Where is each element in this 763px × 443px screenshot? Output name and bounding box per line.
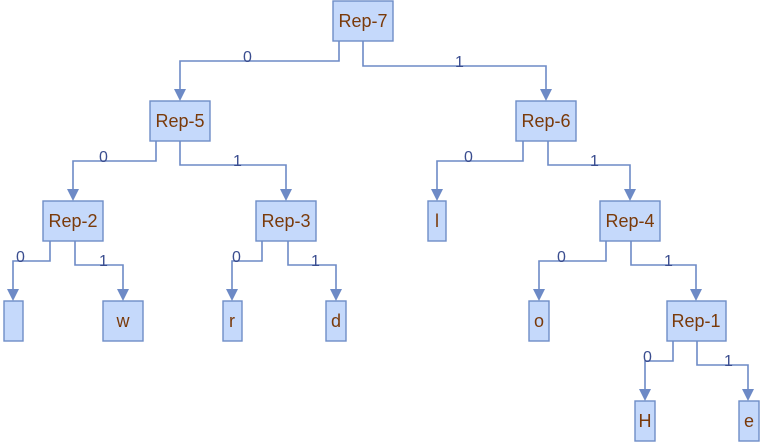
node-leaf-d: d bbox=[325, 300, 347, 342]
edge-label: 1 bbox=[99, 253, 108, 270]
edge-rep7-rep5: 0 bbox=[174, 41, 340, 101]
node-leaf-l: l bbox=[427, 200, 447, 242]
node-rep1: Rep-1 bbox=[666, 300, 727, 342]
node-label: l bbox=[435, 211, 439, 231]
edge-label: 0 bbox=[243, 49, 252, 66]
node-label: Rep-5 bbox=[155, 111, 204, 131]
edge-label: 1 bbox=[590, 153, 599, 170]
node-label: r bbox=[229, 311, 235, 331]
node-label: e bbox=[744, 411, 754, 431]
edge-label: 1 bbox=[664, 253, 673, 270]
edge-rep6-l: 0 bbox=[431, 141, 524, 201]
edge-rep1-H: 0 bbox=[639, 341, 674, 401]
node-rep5: Rep-5 bbox=[149, 100, 211, 142]
node-leaf-blank bbox=[3, 300, 24, 342]
edge-rep2-w: 1 bbox=[74, 241, 129, 301]
edge-rep7-rep6: 1 bbox=[362, 41, 552, 101]
node-label: Rep-1 bbox=[671, 311, 720, 331]
node-label: Rep-4 bbox=[605, 211, 654, 231]
node-label: Rep-6 bbox=[521, 111, 570, 131]
node-label: o bbox=[534, 311, 544, 331]
node-label: H bbox=[639, 411, 652, 431]
edge-label: 1 bbox=[311, 253, 320, 270]
node-rep6: Rep-6 bbox=[515, 100, 577, 142]
node-rep2: Rep-2 bbox=[42, 200, 104, 242]
node-leaf-o: o bbox=[528, 300, 550, 342]
node-rep3: Rep-3 bbox=[255, 200, 317, 242]
edge-label: 0 bbox=[643, 349, 652, 366]
edge-rep5-rep2: 0 bbox=[67, 141, 157, 201]
node-label: Rep-3 bbox=[261, 211, 310, 231]
node-rep7: Rep-7 bbox=[332, 0, 394, 42]
edge-label: 0 bbox=[464, 149, 473, 166]
edge-label: 1 bbox=[455, 54, 464, 71]
node-label: d bbox=[331, 311, 341, 331]
edge-label: 0 bbox=[557, 249, 566, 266]
node-leaf-r: r bbox=[222, 300, 243, 342]
edge-rep5-rep3: 1 bbox=[179, 141, 292, 201]
node-leaf-H: H bbox=[634, 400, 656, 442]
edge-label: 0 bbox=[232, 249, 241, 266]
node-leaf-w: w bbox=[102, 300, 144, 342]
edge-rep3-r: 0 bbox=[226, 241, 263, 301]
edge-rep3-d: 1 bbox=[287, 241, 342, 301]
edge-label: 1 bbox=[724, 353, 733, 370]
edge-label: 0 bbox=[16, 249, 25, 266]
edge-rep1-e: 1 bbox=[696, 341, 754, 401]
edge-rep4-o: 0 bbox=[533, 241, 607, 301]
node-label: w bbox=[116, 311, 131, 331]
edge-rep2-blank: 0 bbox=[7, 241, 51, 301]
node-label: Rep-2 bbox=[48, 211, 97, 231]
edge-rep6-rep4: 1 bbox=[547, 141, 636, 201]
node-rep4: Rep-4 bbox=[599, 200, 661, 242]
edge-rep4-rep1: 1 bbox=[630, 241, 702, 301]
node-label: Rep-7 bbox=[338, 11, 387, 31]
edge-label: 0 bbox=[99, 149, 108, 166]
node-leaf-e: e bbox=[738, 400, 760, 442]
edge-label: 1 bbox=[233, 153, 242, 170]
